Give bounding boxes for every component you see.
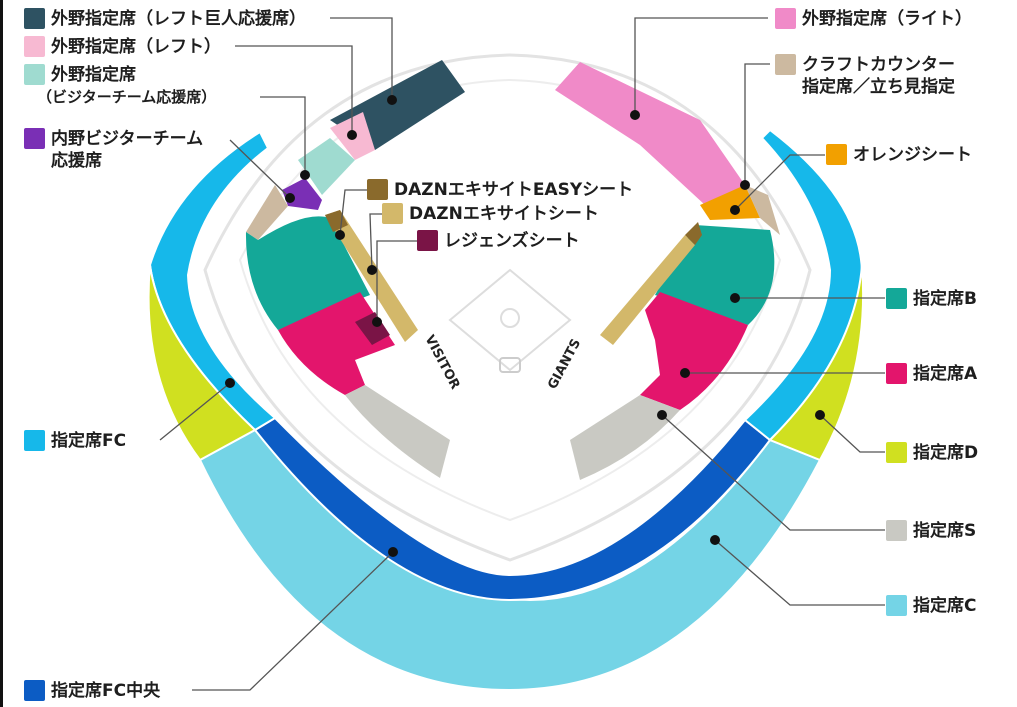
- legend-legends: レジェンズシート: [417, 230, 580, 252]
- legend-label: クラフトカウンター: [802, 55, 955, 75]
- legend-seat-b: 指定席B: [886, 288, 977, 310]
- legend-dazn: DAZNエキサイトシート: [382, 203, 599, 225]
- swatch: [24, 128, 45, 149]
- swatch: [826, 144, 847, 165]
- legend-infield-visitor: 内野ビジターチーム 応援席: [24, 128, 203, 172]
- legend-outfield-giants: 外野指定席（レフト巨人応援席）: [24, 8, 306, 30]
- legend-label: 外野指定席（レフト）: [51, 37, 221, 57]
- legend-craft-counter: クラフトカウンター 指定席／立ち見指定: [775, 54, 955, 98]
- swatch: [24, 680, 45, 701]
- outfield-visitor-area[interactable]: [298, 138, 355, 195]
- legend-label: 内野ビジターチーム: [51, 129, 204, 149]
- legend-seat-fc: 指定席FC: [24, 430, 126, 452]
- swatch: [886, 442, 907, 463]
- legend-outfield-visitor: 外野指定席 （ビジターチーム応援席）: [24, 64, 216, 108]
- legend-label: 指定席S: [913, 521, 977, 541]
- craft-counter-right-area[interactable]: [745, 185, 780, 235]
- swatch: [24, 430, 45, 451]
- legend-label-sub: 応援席: [51, 151, 102, 171]
- legend-label: レジェンズシート: [444, 231, 580, 251]
- legend-outfield-right: 外野指定席（ライト）: [775, 8, 972, 30]
- orange-seat-area[interactable]: [700, 185, 760, 220]
- legend-seat-c: 指定席C: [886, 595, 976, 617]
- visitor-field-label: VISITOR: [421, 333, 462, 392]
- legend-label: 指定席C: [913, 596, 977, 616]
- swatch: [886, 288, 907, 309]
- legend-seat-d: 指定席D: [886, 442, 978, 464]
- legend-label: 指定席D: [913, 443, 979, 463]
- outfield-right-area[interactable]: [555, 62, 745, 205]
- legend-label: 指定席A: [913, 364, 978, 384]
- seat-b-left-area[interactable]: [245, 216, 370, 330]
- legend-label: 外野指定席（レフト巨人応援席）: [51, 9, 306, 29]
- dazn-right-area[interactable]: [600, 235, 695, 345]
- seat-d-right-area[interactable]: [768, 264, 865, 462]
- left-edge-bar: [0, 0, 3, 707]
- legend-seat-a: 指定席A: [886, 363, 977, 385]
- swatch: [775, 54, 796, 75]
- swatch: [382, 203, 403, 224]
- swatch: [886, 595, 907, 616]
- legend-label: 外野指定席: [51, 65, 136, 85]
- swatch: [886, 363, 907, 384]
- legend-seat-s: 指定席S: [886, 520, 976, 542]
- swatch: [775, 8, 796, 29]
- legend-label-sub: 指定席／立ち見指定: [802, 77, 955, 97]
- legend-orange: オレンジシート: [826, 144, 972, 166]
- dazn-easy-right-area[interactable]: [685, 222, 702, 245]
- swatch: [417, 230, 438, 251]
- legend-seat-fc-center: 指定席FC中央: [24, 680, 160, 702]
- swatch: [24, 8, 45, 29]
- swatch: [24, 36, 45, 57]
- legend-label-sub: （ビジターチーム応援席）: [37, 88, 217, 106]
- seat-s-left-area[interactable]: [345, 385, 450, 478]
- swatch: [24, 64, 45, 85]
- seat-d-left-area[interactable]: [147, 264, 257, 462]
- swatch: [886, 520, 907, 541]
- legends-area[interactable]: [355, 312, 390, 345]
- swatch: [367, 179, 388, 200]
- legend-label: DAZNエキサイトシート: [409, 204, 599, 224]
- legend-label: DAZNエキサイトEASYシート: [394, 180, 634, 200]
- legend-label: 指定席FC: [51, 431, 127, 451]
- legend-label: 外野指定席（ライト）: [802, 9, 972, 29]
- legend-label: 指定席FC中央: [51, 681, 161, 701]
- legend-label: 指定席B: [913, 289, 977, 309]
- craft-counter-left-area[interactable]: [246, 185, 288, 240]
- legend-label: オレンジシート: [853, 145, 972, 165]
- seat-a-right-area[interactable]: [640, 292, 748, 410]
- legend-dazn-easy: DAZNエキサイトEASYシート: [367, 179, 633, 201]
- giants-field-label: GIANTS: [545, 337, 584, 392]
- dazn-left-area[interactable]: [325, 210, 418, 342]
- legend-outfield-left: 外野指定席（レフト）: [24, 36, 221, 58]
- seat-s-right-area[interactable]: [570, 395, 680, 480]
